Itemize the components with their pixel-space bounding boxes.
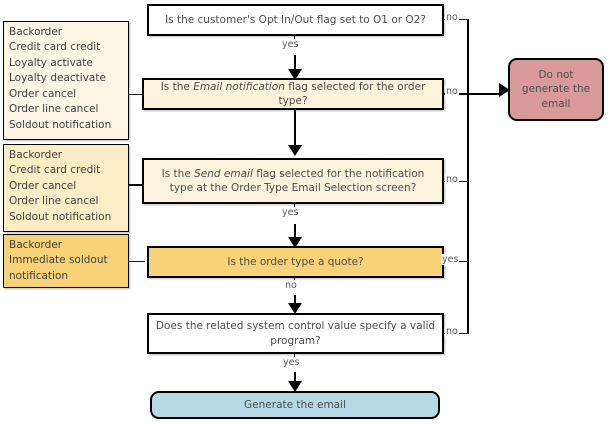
email-notification-text-italic: Email notification — [193, 80, 285, 93]
terminator-generate-email-label: Generate the email — [244, 398, 346, 411]
legend-two-item-4: Soldout notification — [9, 210, 112, 223]
edge-label-optin-yes: yes — [281, 39, 300, 50]
edge-optin-to-email-line — [294, 55, 296, 72]
legend-two-item-2: Order cancel — [9, 179, 77, 192]
decision-email-notification-flag-label: Is the Email notification flag selected … — [150, 80, 436, 108]
edge-label-email-notification-no: no — [445, 86, 459, 97]
edge-sysctl-to-generate-arrow — [288, 381, 302, 392]
edge-send-to-quote-line — [294, 224, 296, 240]
legend-three-connector — [129, 261, 145, 262]
legend-two-item-1: Credit card credit — [9, 164, 101, 177]
edge-quote-to-sysctl-line — [294, 295, 296, 307]
decision-order-type-quote-label: Is the order type a quote? — [227, 255, 364, 268]
legend-three-item-0: Backorder — [9, 239, 63, 251]
edge-bus-to-stop-line — [467, 93, 503, 95]
send-email-text-before: Is the — [161, 167, 195, 180]
edge-label-send-email-yes: yes — [281, 207, 300, 218]
no-branch-bus-line — [467, 19, 469, 334]
terminator-do-not-generate-email[interactable]: Do not generate the email — [508, 58, 604, 121]
legend-one-item-1: Credit card credit — [9, 41, 101, 54]
legend-three-item-2: notification — [9, 269, 69, 282]
edge-optin-to-email-arrow — [288, 69, 302, 80]
decision-system-control-value-label: Does the related system control value sp… — [155, 320, 436, 347]
send-email-text-after: flag selected for the notification type … — [169, 167, 425, 194]
send-email-text-italic: Send email — [194, 167, 253, 180]
edge-email-to-send-arrow — [288, 145, 302, 156]
decision-optin-flag-label: Is the customer's Opt In/Out flag set to… — [165, 13, 426, 26]
edge-label-quote-no: no — [284, 280, 298, 291]
legend-one-item-6: Soldout notification — [9, 118, 112, 131]
legend-two-connector — [129, 184, 142, 186]
legend-one-connector — [129, 94, 144, 95]
legend-one-item-5: Order line cancel — [9, 103, 99, 116]
legend-one-item-3: Loyalty deactivate — [9, 72, 106, 85]
decision-send-email-flag[interactable]: Is the Send email flag selected for the … — [142, 158, 444, 204]
edge-send-to-quote-arrow — [288, 237, 302, 248]
legend-one-item-2: Loyalty activate — [9, 56, 93, 69]
terminator-do-not-generate-email-label: Do not generate the email — [521, 69, 591, 110]
legend-box-one: Backorder Credit card credit Loyalty act… — [3, 21, 129, 140]
legend-box-two: Backorder Credit card credit Order cance… — [3, 144, 129, 232]
edge-label-quote-yes: yes — [441, 254, 460, 265]
edge-label-optin-no: no — [445, 12, 459, 23]
legend-box-three: Backorder Immediate soldout notification — [3, 234, 129, 288]
legend-one-item-0: Backorder — [9, 26, 63, 38]
terminator-generate-email[interactable]: Generate the email — [150, 391, 440, 419]
decision-optin-flag[interactable]: Is the customer's Opt In/Out flag set to… — [147, 4, 444, 36]
decision-email-notification-flag[interactable]: Is the Email notification flag selected … — [142, 78, 444, 110]
edge-label-system-control-yes: yes — [282, 357, 301, 368]
legend-two-item-0: Backorder — [9, 149, 63, 161]
edge-sysctl-to-generate-line — [294, 372, 296, 385]
edge-quote-to-sysctl-arrow — [288, 303, 302, 314]
edge-bus-to-stop-arrow — [499, 83, 510, 97]
legend-three-item-1: Immediate soldout — [9, 254, 108, 267]
email-notification-text-before: Is the — [160, 80, 194, 93]
decision-send-email-flag-label: Is the Send email flag selected for the … — [150, 167, 436, 195]
email-notification-text-after: flag selected for the order type? — [278, 80, 426, 107]
edge-email-to-send-line — [294, 110, 296, 148]
legend-one-item-4: Order cancel — [9, 87, 77, 100]
edge-label-send-email-no: no — [445, 174, 459, 185]
edge-label-system-control-no: no — [445, 326, 459, 337]
decision-system-control-value[interactable]: Does the related system control value sp… — [147, 313, 444, 354]
decision-order-type-quote[interactable]: Is the order type a quote? — [147, 246, 444, 278]
legend-two-item-3: Order line cancel — [9, 195, 99, 208]
